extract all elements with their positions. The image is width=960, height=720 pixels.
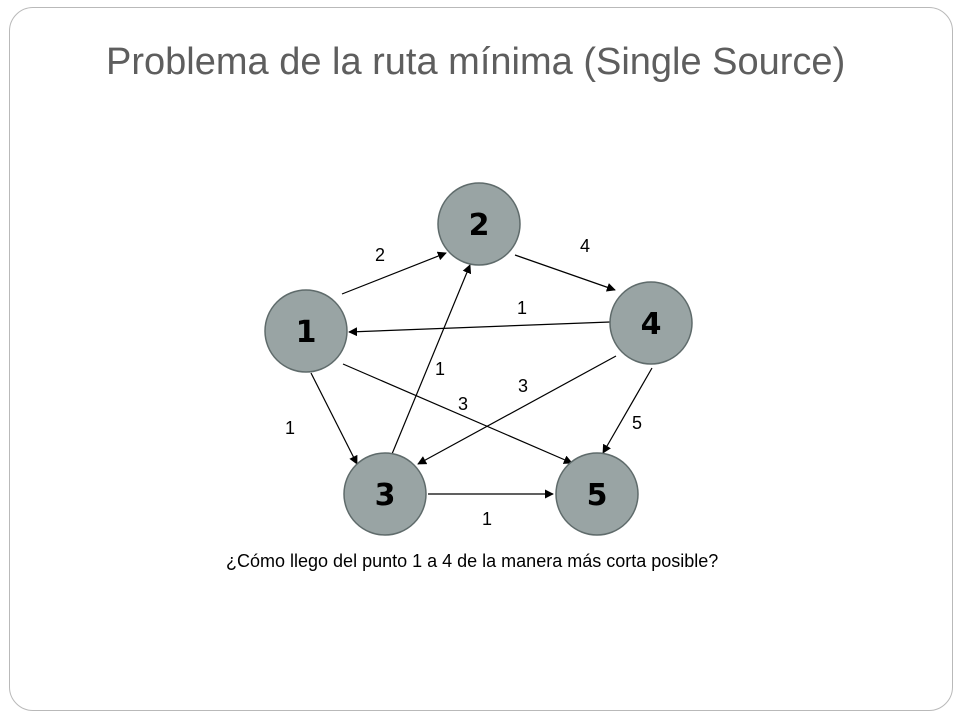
edge-4-to-3: [417, 355, 617, 465]
question-text: ¿Cómo llego del punto 1 a 4 de la manera…: [226, 551, 719, 571]
node-2-circle: [437, 182, 521, 266]
edge-3-to-2: [391, 264, 472, 455]
weight-3-to-5: 1: [482, 509, 492, 529]
edge-weights: 2 4 1 1 1 3 3 5 1: [285, 236, 642, 529]
node-2: 2: [437, 182, 521, 266]
weight-2-to-4: 4: [580, 236, 590, 256]
weight-1-to-2: 2: [375, 245, 385, 265]
weight-1-to-5: 3: [458, 394, 468, 414]
node-4-circle: [609, 281, 693, 365]
edge-1-to-5: [342, 363, 573, 464]
node-1-label: 1: [296, 315, 317, 350]
node-4-label: 4: [641, 307, 662, 342]
weight-4-to-5: 5: [632, 413, 642, 433]
edge-4-to-1: [348, 321, 611, 337]
node-2-label: 2: [469, 208, 490, 243]
node-1-circle: [264, 289, 348, 373]
node-3-circle: [343, 452, 427, 536]
nodes: 1 2 4 3 5: [264, 182, 693, 536]
node-5: 5: [555, 452, 639, 536]
node-5-circle: [555, 452, 639, 536]
edge-4-to-5: [602, 367, 653, 454]
node-5-label: 5: [587, 478, 608, 513]
weight-4-to-3: 3: [518, 376, 528, 396]
weight-4-to-1: 1: [517, 298, 527, 318]
node-3-label: 3: [375, 478, 396, 513]
weight-1-to-3: 1: [285, 418, 295, 438]
edge-1-to-3: [310, 372, 358, 465]
weight-3-to-2: 1: [435, 359, 445, 379]
slide-frame: [9, 7, 953, 711]
node-3: 3: [343, 452, 427, 536]
edge-1-to-2: [341, 251, 447, 295]
node-4: 4: [609, 281, 693, 365]
edges: [310, 251, 653, 499]
edge-2-to-4: [514, 254, 616, 292]
slide-title: Problema de la ruta mínima (Single Sourc…: [106, 41, 846, 83]
node-1: 1: [264, 289, 348, 373]
